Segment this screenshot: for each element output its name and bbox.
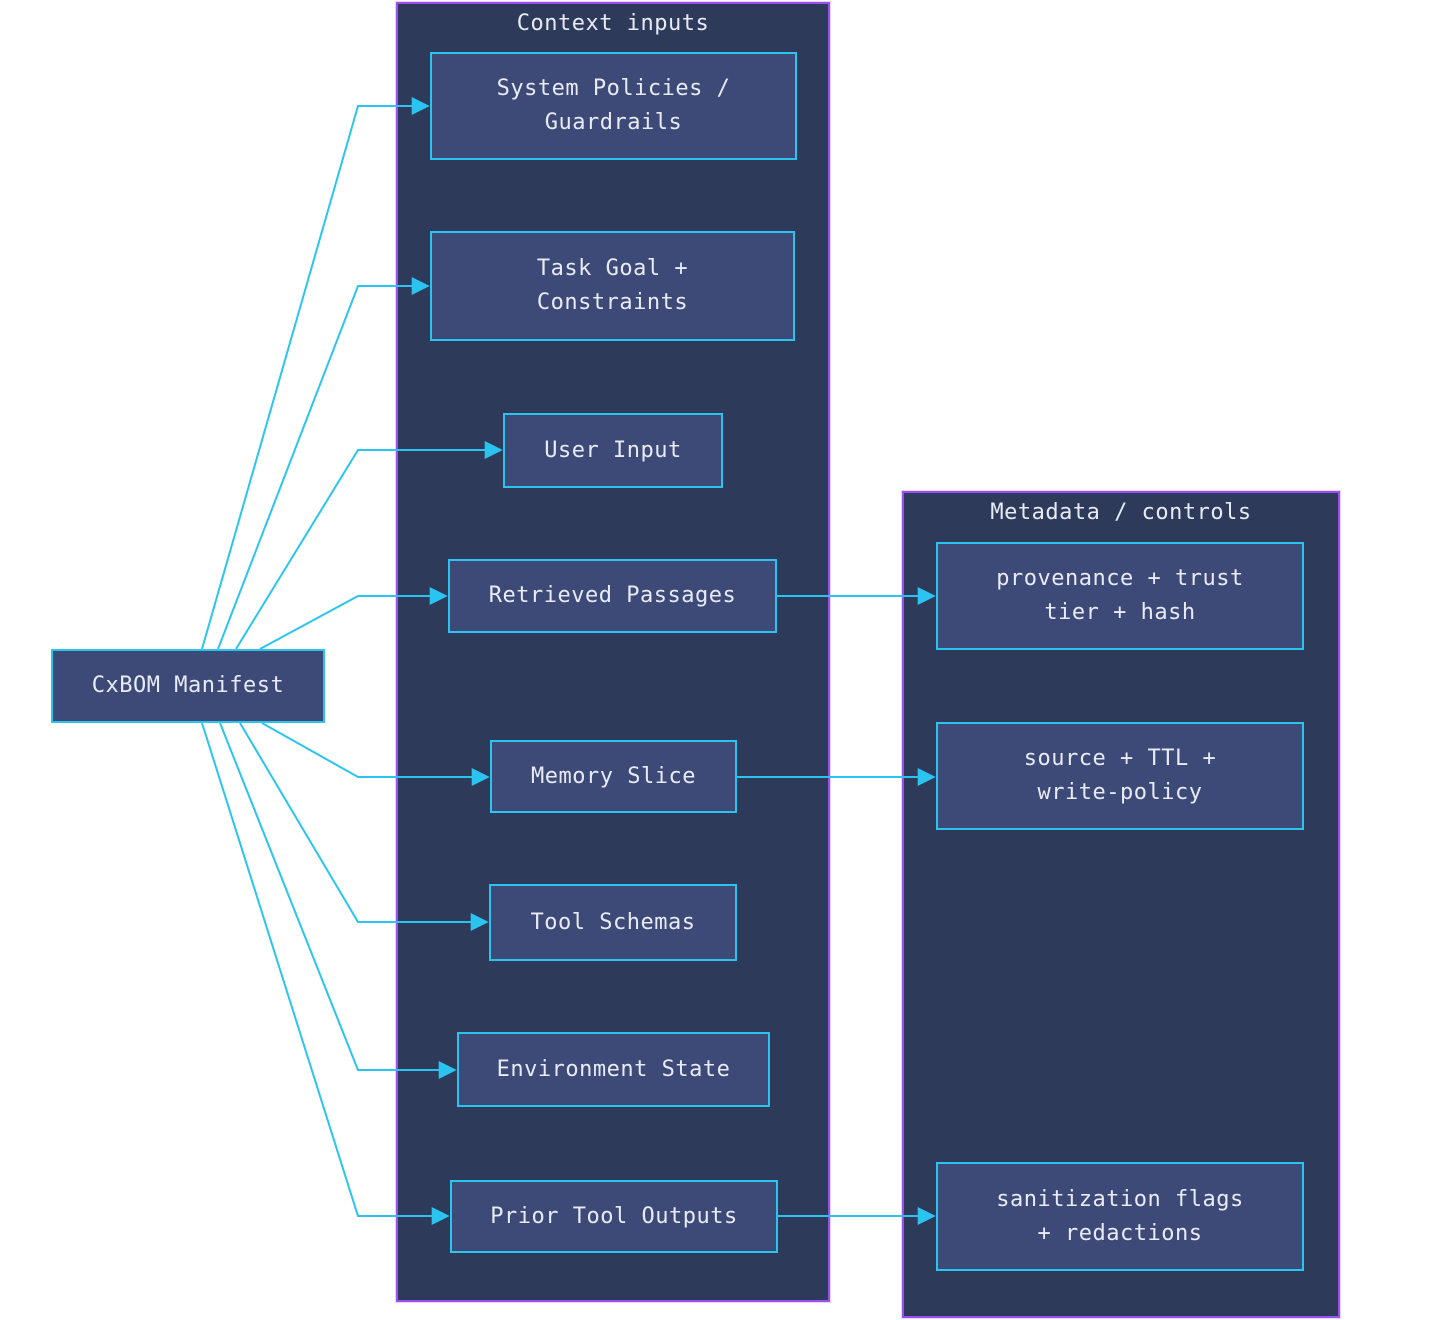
metadata-controls-title: Metadata / controls	[990, 500, 1252, 525]
node-system-policies: System Policies / Guardrails	[430, 52, 797, 160]
context-inputs-title: Context inputs	[516, 11, 710, 36]
node-memory-slice: Memory Slice	[490, 740, 737, 813]
node-environment-state: Environment State	[457, 1032, 770, 1107]
node-source-ttl-write-policy: source + TTL + write-policy	[936, 722, 1304, 830]
node-cxbom-manifest: CxBOM Manifest	[51, 649, 325, 723]
node-tool-schemas: Tool Schemas	[489, 884, 737, 961]
node-prior-tool-outputs: Prior Tool Outputs	[450, 1180, 778, 1253]
node-retrieved-passages: Retrieved Passages	[448, 559, 777, 633]
node-provenance-trust-hash: provenance + trust tier + hash	[936, 542, 1304, 650]
node-task-goal: Task Goal + Constraints	[430, 231, 795, 341]
node-sanitization-redactions: sanitization flags + redactions	[936, 1162, 1304, 1271]
node-user-input: User Input	[503, 413, 723, 488]
context-inputs-panel: Context inputs	[396, 2, 830, 1302]
edge-manifest-to-system-policies	[201, 97, 430, 650]
